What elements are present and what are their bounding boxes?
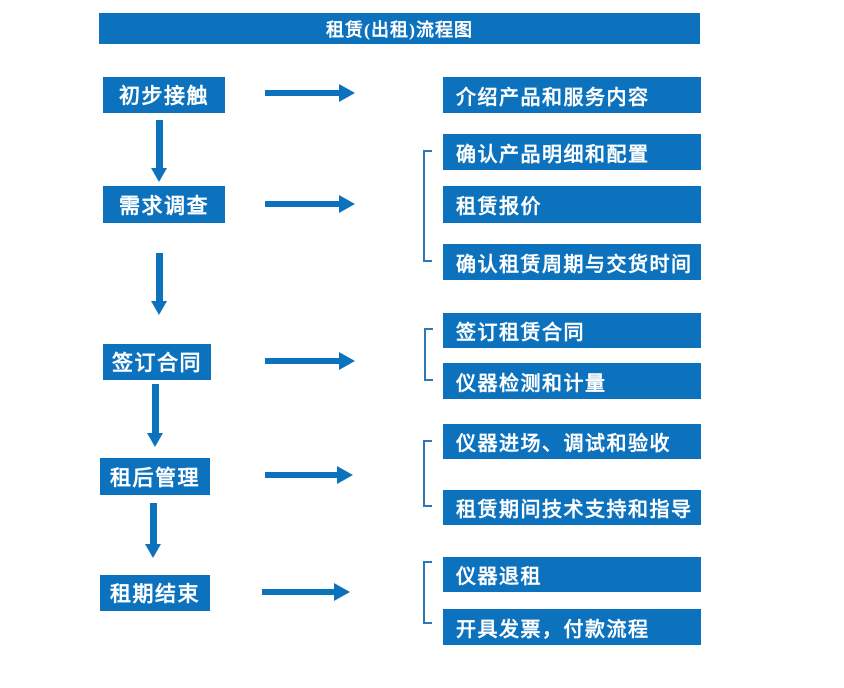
- step-rental-quote: 租赁报价: [443, 186, 701, 223]
- stage-demand-survey: 需求调查: [103, 186, 225, 223]
- right-arrow-icon: [262, 583, 350, 601]
- right-arrow-icon: [265, 195, 355, 213]
- step-instrument-testing: 仪器检测和计量: [443, 363, 701, 399]
- stage-sign-contract: 签订合同: [103, 344, 211, 380]
- group-bracket: [424, 328, 433, 381]
- right-arrow-icon: [265, 352, 355, 370]
- step-confirm-rental-period: 确认租赁周期与交货时间: [443, 244, 701, 280]
- stage-post-rental-management: 租后管理: [100, 458, 210, 495]
- step-invoice-payment: 开具发票，付款流程: [443, 609, 701, 645]
- step-instrument-return: 仪器退租: [443, 557, 701, 592]
- down-arrow-icon: [151, 120, 167, 182]
- step-introduce-products: 介绍产品和服务内容: [443, 77, 701, 113]
- step-sign-rental-contract: 签订租赁合同: [443, 313, 701, 348]
- down-arrow-icon: [145, 503, 161, 558]
- down-arrow-icon: [147, 384, 163, 447]
- step-confirm-product-details: 确认产品明细和配置: [443, 134, 701, 170]
- group-bracket: [423, 440, 432, 507]
- step-instrument-setup-acceptance: 仪器进场、调试和验收: [443, 424, 701, 459]
- group-bracket: [423, 561, 432, 624]
- step-tech-support-during-rental: 租赁期间技术支持和指导: [443, 490, 701, 525]
- stage-lease-end: 租期结束: [100, 575, 210, 611]
- down-arrow-icon: [151, 253, 167, 315]
- right-arrow-icon: [265, 466, 353, 484]
- stage-initial-contact: 初步接触: [103, 77, 225, 113]
- right-arrow-icon: [265, 84, 355, 102]
- flowchart-title: 租赁(出租)流程图: [99, 13, 700, 44]
- group-bracket: [423, 150, 432, 262]
